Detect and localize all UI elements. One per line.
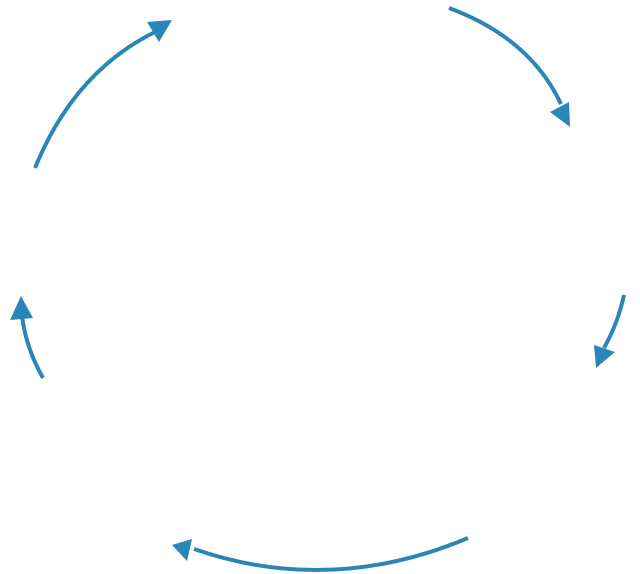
cycle-arrow-1-arc <box>448 6 563 105</box>
cycle-arrow-4 <box>10 296 45 379</box>
triangle-arrowhead-icon <box>10 296 33 320</box>
triangle-arrowhead-icon <box>172 539 192 561</box>
cycle-arrow-2-arc <box>602 294 626 349</box>
cycle-arrow-4-arc <box>20 315 45 379</box>
cycle-arrow-5-arc <box>33 30 156 169</box>
cycle-arrow-2 <box>594 294 626 368</box>
cycle-arrow-5 <box>33 20 172 169</box>
cycle-arrow-1 <box>448 6 570 127</box>
triangle-arrowhead-icon <box>147 20 172 42</box>
cycle-arrow-3 <box>172 536 469 572</box>
triangle-arrowhead-icon <box>594 345 615 368</box>
triangle-arrowhead-icon <box>550 102 570 127</box>
cycle-arrow-3-arc <box>193 536 469 572</box>
